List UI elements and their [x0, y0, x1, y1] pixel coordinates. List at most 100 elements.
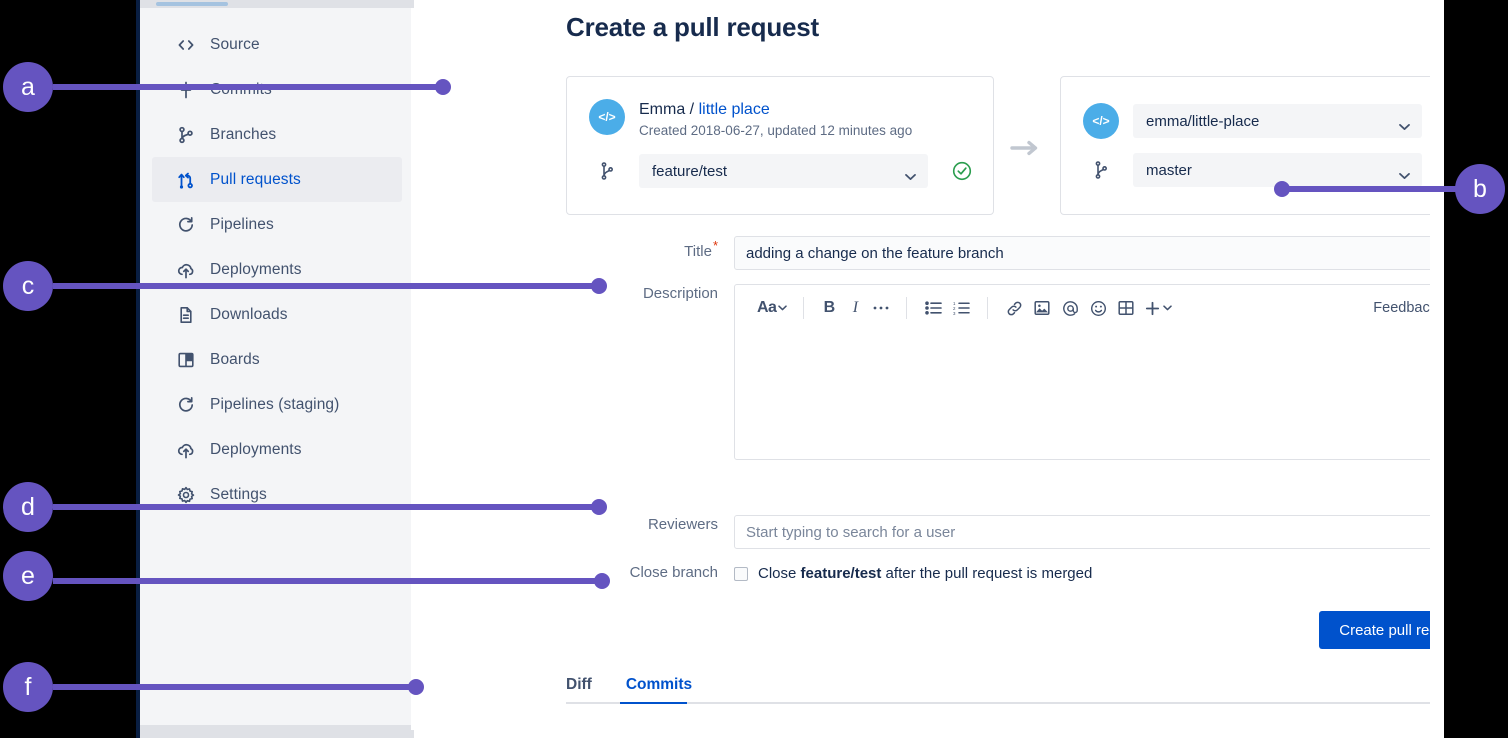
source-repo-owner: Emma [639, 101, 686, 118]
sidebar-item-pipelines[interactable]: Pipelines [152, 202, 402, 247]
font-style-label: Aa [757, 299, 777, 316]
sidebar-item-deployments[interactable]: Deployments [152, 247, 402, 292]
sidebar-item-deployments-2[interactable]: Deployments [152, 427, 402, 472]
annotation-line-e [53, 578, 605, 584]
page-title: Create a pull request [566, 12, 819, 42]
destination-repo-line: </> emma/little-place [1083, 103, 1444, 139]
annotation-line-a [53, 84, 445, 90]
toolbar-divider [987, 297, 989, 319]
annotation-line-c [53, 283, 605, 289]
sidebar-item-label: Branches [210, 125, 277, 143]
source-branch-select[interactable]: feature/test [639, 154, 928, 188]
annotation-line-f [53, 684, 418, 690]
branch-selection-row: </> Emma / little place Created 2018-06-… [566, 76, 1444, 216]
toolbar-divider [906, 297, 908, 319]
sidebar-item-label: Boards [210, 350, 260, 368]
pipelines-icon [176, 215, 196, 235]
title-row: Title* adding a change on the feature br… [566, 236, 1444, 270]
font-style-button[interactable]: Aa [753, 293, 791, 323]
source-branch-card: </> Emma / little place Created 2018-06-… [566, 76, 994, 215]
tab-diff[interactable]: Diff [566, 676, 592, 693]
gear-icon [176, 485, 196, 505]
sidebar-nav: Source Commits Branches [140, 22, 414, 517]
source-repo-line: </> Emma / little place Created 2018-06-… [589, 99, 973, 140]
close-branch-control: Close feature/test after the pull reques… [734, 563, 1092, 582]
emoji-icon[interactable] [1084, 293, 1112, 323]
insert-more-icon[interactable] [1140, 293, 1176, 323]
bold-icon[interactable]: B [823, 299, 836, 316]
tab-commits[interactable]: Commits [625, 676, 693, 693]
sidebar-item-branches[interactable]: Branches [152, 112, 402, 157]
sidebar-item-label: Downloads [210, 305, 288, 323]
sidebar-bottom-strip [140, 725, 414, 738]
annotation-dot-e [594, 573, 610, 589]
destination-repo-select[interactable]: emma/little-place [1133, 104, 1422, 138]
ellipsis-glyph [874, 306, 889, 310]
sidebar-item-label: Source [210, 35, 260, 53]
source-branch-line: feature/test [589, 154, 973, 188]
main-content: Create a pull request </> Emma / little … [411, 8, 1444, 730]
source-repo-timestamps: Created 2018-06-27, updated 12 minutes a… [639, 123, 913, 138]
description-editor[interactable]: Aa B I [734, 284, 1444, 460]
source-repo-link[interactable]: little place [698, 101, 770, 118]
source-repo-name: Emma / little place [639, 100, 912, 120]
tabs-row: Diff Commits [566, 669, 1444, 702]
close-branch-row: Close branch Close feature/test after th… [566, 563, 1444, 583]
source-repo-meta: Emma / little place Created 2018-06-27, … [639, 99, 912, 140]
close-branch-label: Close branch [629, 564, 718, 581]
reviewers-input[interactable]: Start typing to search for a user [734, 515, 1444, 549]
svg-text:2: 2 [953, 306, 956, 311]
close-branch-text-post: after the pull request is merged [881, 565, 1093, 582]
active-tab-indicator [620, 702, 687, 704]
description-label: Description [642, 285, 718, 302]
mention-icon[interactable] [1056, 293, 1084, 323]
more-formatting-icon[interactable] [868, 293, 894, 323]
chevron-down-icon [905, 168, 916, 180]
annotation-callout-f: f [3, 662, 53, 712]
app-left-border [136, 0, 140, 738]
branches-icon [176, 125, 196, 145]
table-icon[interactable] [1112, 293, 1140, 323]
italic-icon[interactable]: I [852, 299, 859, 316]
close-branch-branch-name: feature/test [800, 565, 882, 582]
bottom-tabs: Diff Commits [566, 669, 1444, 704]
destination-repo-value: emma/little-place [1146, 112, 1260, 130]
link-icon[interactable] [1000, 293, 1028, 323]
app-right-margin [1430, 0, 1444, 738]
title-label: Title* [566, 236, 734, 262]
sidebar-item-label: Deployments [210, 440, 302, 458]
annotation-callout-c: c [3, 261, 53, 311]
create-pull-request-button[interactable]: Create pull request [1319, 611, 1444, 649]
sidebar-item-label: Deployments [210, 260, 302, 278]
close-branch-text-pre: Close [758, 565, 801, 582]
sidebar-item-source[interactable]: Source [152, 22, 402, 67]
pull-request-form: Title* adding a change on the feature br… [566, 236, 1444, 649]
code-brackets-icon [176, 35, 196, 55]
sidebar-item-settings[interactable]: Settings [152, 472, 402, 517]
sidebar-item-downloads[interactable]: Downloads [152, 292, 402, 337]
reviewers-placeholder: Start typing to search for a user [746, 523, 956, 541]
deployments-cloud-icon [176, 440, 196, 460]
sidebar-item-boards[interactable]: Boards [152, 337, 402, 382]
merge-direction-arrow-icon [1009, 138, 1043, 158]
annotation-callout-a: a [3, 62, 53, 112]
feedback-link[interactable]: Feedback [1373, 300, 1437, 316]
sidebar-item-pull-requests[interactable]: Pull requests [152, 157, 402, 202]
tabs-underline [566, 702, 1444, 704]
destination-branch-card: </> emma/little-place [1060, 76, 1444, 215]
sidebar-item-label: Pull requests [210, 170, 301, 188]
editor-toolbar: Aa B I [735, 285, 1444, 331]
downloads-file-icon [176, 305, 196, 325]
bullet-list-icon[interactable] [919, 293, 947, 323]
close-branch-checkbox[interactable] [734, 566, 748, 581]
annotation-line-d [53, 504, 605, 510]
title-input[interactable]: adding a change on the feature branch [734, 236, 1444, 270]
annotation-line-b [1282, 186, 1462, 192]
sidebar-item-pipelines-staging[interactable]: Pipelines (staging) [152, 382, 402, 427]
annotation-dot-d [591, 499, 607, 515]
sidebar: Source Commits Branches [140, 0, 414, 738]
image-icon[interactable] [1028, 293, 1056, 323]
title-label-text: Title [684, 243, 712, 260]
